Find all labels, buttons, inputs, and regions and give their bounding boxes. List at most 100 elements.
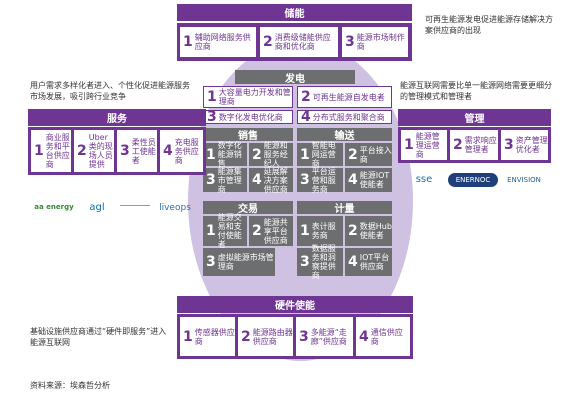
metering-num-3: 3: [300, 254, 310, 270]
source-text: 资料来源：埃森哲分析: [30, 381, 110, 390]
storage-label-1: 辅助网络服务供应商: [194, 33, 251, 51]
hardware-title: 硬件使能: [177, 296, 413, 313]
transmission-label-2: 平台接入商: [359, 145, 392, 164]
trading-title: 交易: [203, 201, 293, 215]
storage-num-1: 1: [183, 34, 193, 50]
management-label-3: 资产管理优化者: [515, 136, 548, 154]
logo-aa-energy: aa energy: [34, 203, 74, 211]
transmission-num-3: 3: [300, 172, 310, 188]
sales-label-3: 能源集市管理商: [217, 166, 242, 194]
generation-num-1: 1: [207, 89, 217, 105]
logo-placeholder: [120, 205, 150, 211]
transmission-num-4: 4: [348, 172, 358, 188]
sales-num-3: 3: [206, 172, 216, 188]
hardware-label-3: 多能源“走廊”供应商: [310, 327, 347, 346]
sales-label-2: 能源和服务经纪人: [263, 141, 288, 168]
transmission-label-3: 平台运营和服务商: [311, 166, 336, 194]
note-left-mid: 用户需求多样化者进入、个性化促进能源服务市场发展，吸引跨行业竞争: [30, 81, 190, 101]
generation-label-1: 大容量电力开发和管理商: [218, 88, 291, 106]
logo-enernoc: ENERNOC: [448, 173, 498, 187]
generation-label-3: 数字化发电优化商: [218, 112, 283, 122]
service-label-3: 柔性员工使能者: [131, 137, 156, 165]
trading-num-3: 3: [206, 254, 216, 270]
management-num-3: 3: [504, 137, 514, 153]
sales-num-1: 1: [206, 146, 216, 163]
sales-label-4: 延展解决方案供应商: [263, 166, 288, 194]
generation-num-4: 4: [301, 109, 311, 125]
sales-label-1: 数字化能源销售: [217, 141, 242, 168]
hardware-num-2: 2: [241, 328, 251, 345]
hardware-label-4: 通信供应商: [370, 327, 403, 346]
management-title: 管理: [398, 109, 551, 126]
trading-num-2: 2: [252, 223, 262, 239]
service-label-2: Uber类的现场人员提供: [88, 133, 113, 169]
metering-label-2: 数据Hub使能者: [359, 222, 392, 240]
trading-num-1: 1: [206, 223, 216, 239]
hardware-num-3: 3: [299, 328, 309, 345]
generation-title: 发电: [235, 70, 355, 85]
trading-label-1: 能源交易和支付使能者: [217, 213, 242, 249]
trading-label-2: 能源共享平台供应商: [263, 217, 288, 245]
transmission-label-4: 能源IOT使能者: [359, 171, 390, 189]
metering-title: 计量: [297, 201, 392, 215]
hardware-num-4: 4: [359, 328, 369, 345]
metering-label-1: 表计服务商: [311, 222, 336, 240]
metering-num-2: 2: [348, 223, 358, 239]
metering-label-4: IOT平台供应商: [359, 253, 390, 271]
management-num-1: 1: [404, 137, 414, 153]
transmission-num-1: 1: [300, 146, 310, 163]
sales-title: 销售: [203, 128, 293, 142]
note-top-right: 可再生能源发电促进能源存储解决方案供应商的出现: [425, 15, 553, 35]
transmission-label-1: 智能电网运营商: [311, 141, 336, 168]
storage-title: 储能: [177, 4, 412, 21]
hardware-label-1: 传感器供应商: [194, 327, 235, 346]
management-label-1: 能源管理运营商: [415, 131, 440, 159]
logo-liveops: liveops: [159, 203, 191, 213]
trading-label-3: 虚拟能源市场管理商: [217, 253, 274, 271]
storage-label-2: 消费级储能供应商和优化商: [274, 33, 331, 51]
generation-label-2: 可再生能源自发电者: [312, 92, 385, 102]
service-num-3: 3: [120, 143, 130, 159]
sales-num-4: 4: [252, 172, 262, 188]
service-num-1: 1: [34, 143, 44, 159]
note-right-mid: 能源互联网需要比单一能源网络需要更细分的管理模式和管理者: [400, 81, 552, 101]
transmission-num-2: 2: [348, 146, 358, 163]
transmission-title: 输送: [297, 128, 392, 142]
management-num-2: 2: [453, 137, 463, 153]
note-bottom-left: 基础设施供应商通过“硬件即服务”进入能源互联网: [30, 327, 167, 347]
logo-agl: agl: [89, 201, 105, 213]
metering-num-4: 4: [348, 254, 358, 270]
service-num-2: 2: [77, 143, 87, 159]
management-label-2: 需求响应管理者: [464, 136, 497, 154]
storage-num-2: 2: [263, 34, 273, 50]
